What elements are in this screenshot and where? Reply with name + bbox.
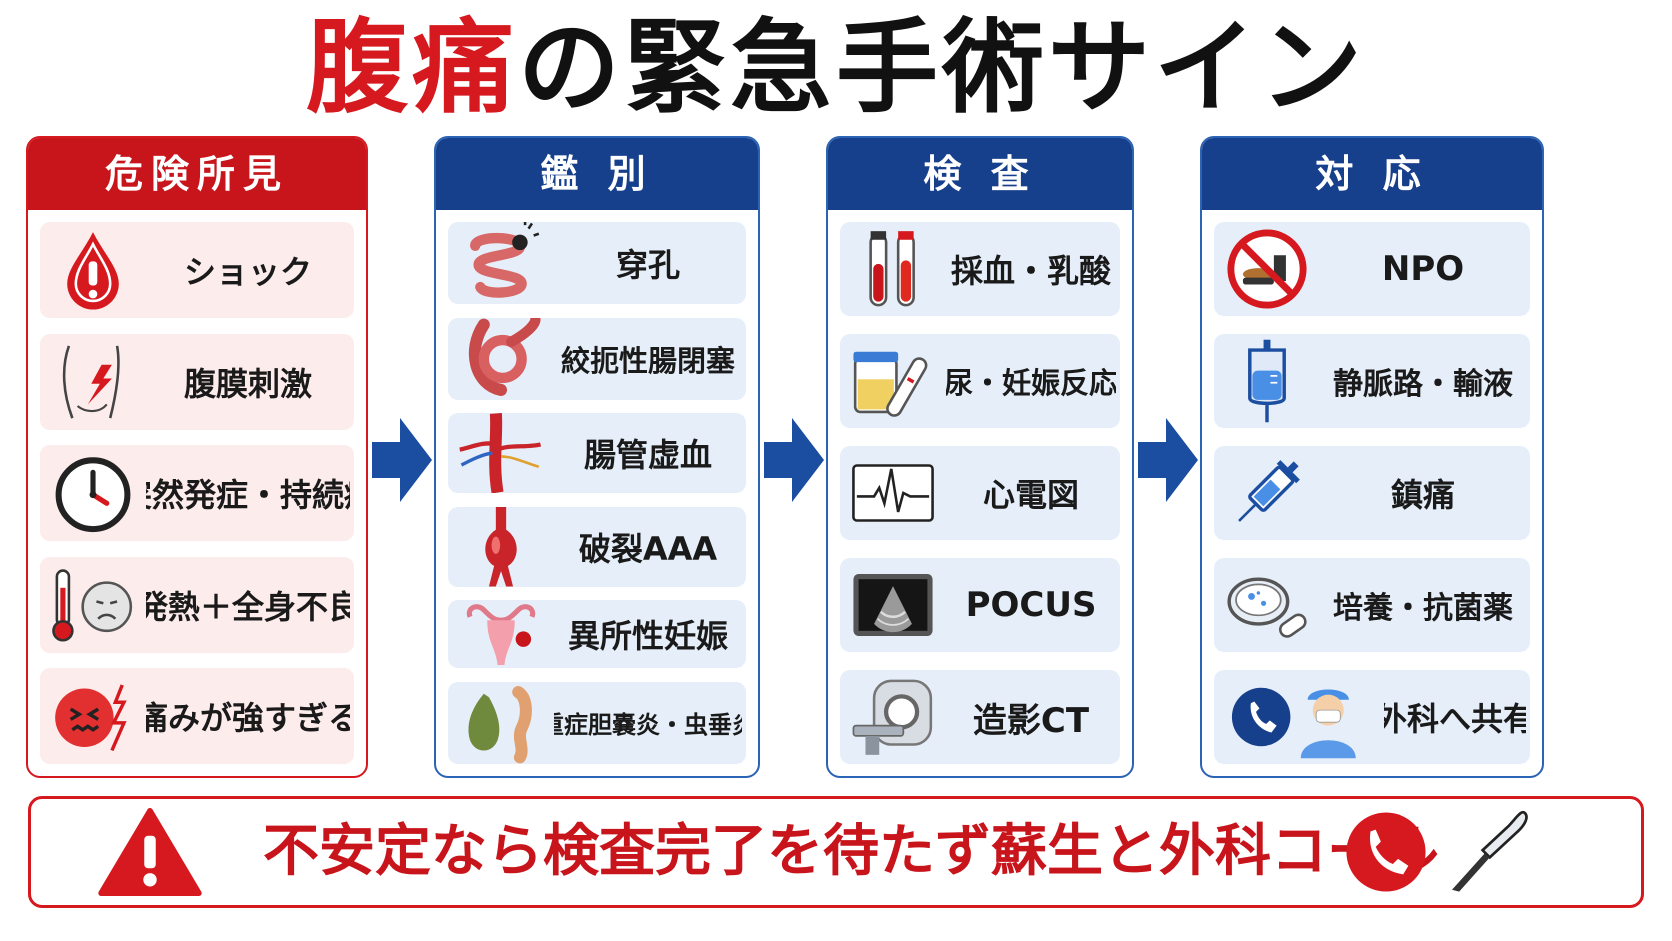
mgmt-item-surgery-consult: 外科へ共有 [1214,670,1530,764]
column-header: 危険所見 [28,138,366,210]
diff-item-ectopic: 異所性妊娠 [448,600,746,669]
danger-item-label: ショック [183,253,312,291]
danger-item-label: 腹膜刺激 [183,364,312,403]
no-food-icon [1224,226,1310,312]
test-item-label: 心電図 [982,476,1079,514]
danger-item-sudden-onset: 突然発症・持続痛 [40,445,354,541]
danger-item-label: 発熱＋全身不良 [146,587,350,626]
test-item-label: 造影CT [972,700,1090,741]
danger-item-label: 痛みが強すぎる [146,699,350,737]
blood-drop-alert-icon [50,227,136,313]
mgmt-item-label: 培養・抗菌薬 [1333,591,1513,626]
thermometer-sick-face-icon [50,562,136,648]
test-item-ct: 造影CT [840,670,1120,764]
aortic-aneurysm-icon [458,506,544,587]
column-tests: 検 査 採血・乳酸 尿・妊娠反応 心電図 POCUS [826,136,1134,778]
warning-icon [98,807,202,897]
flow-arrow-icon [764,418,824,502]
abdomen-pain-icon [50,339,136,425]
diff-item-label: 絞扼性腸閉塞 [560,343,735,378]
gallbladder-appendix-icon [458,682,544,764]
mgmt-item-label: 鎮痛 [1390,476,1455,514]
diff-item-label: 重症胆嚢炎・虫垂炎 [554,711,742,740]
column-differential: 鑑 別 穿孔 絞扼性腸閉塞 腸管虚血 破裂AAA [434,136,760,778]
danger-item-peritoneal: 腹膜刺激 [40,333,354,430]
diff-item-cholecystitis-appendicitis: 重症胆嚢炎・虫垂炎 [448,681,746,764]
column-header: 検 査 [828,138,1132,210]
diff-item-label: 異所性妊娠 [567,617,728,656]
test-item-label: 尿・妊娠反応 [946,366,1116,400]
urine-cup-pregnancy-test-icon [850,338,936,424]
test-item-label: 採血・乳酸 [950,252,1111,290]
page-title-highlight: 腹痛 [306,9,518,128]
test-item-blood: 採血・乳酸 [840,222,1120,316]
column-header: 鑑 別 [436,138,758,210]
petri-dish-capsule-icon [1224,562,1310,648]
mgmt-item-analgesia: 鎮痛 [1214,446,1530,540]
scalpel-icon [1452,810,1528,892]
test-item-pocus: POCUS [840,558,1120,652]
mgmt-item-culture: 培養・抗菌薬 [1214,558,1530,652]
blood-tubes-icon [850,226,936,312]
syringe-icon [1224,450,1310,536]
alert-banner: 不安定なら検査完了を待たず蘇生と外科コール [28,796,1644,908]
phone-icon [1346,812,1426,892]
flow-arrow-icon [372,418,432,502]
intestine-perforation-icon [458,222,544,304]
column-danger-findings: 危険所見 ショック 腹膜刺激 突然発症・持続痛 発熱＋全身不良 [26,136,368,778]
mgmt-item-label: NPO [1381,249,1465,289]
ct-scanner-icon [850,674,936,760]
danger-item-shock: ショック [40,222,354,318]
diff-item-label: 腸管虚血 [583,436,712,475]
clock-icon [50,450,136,536]
column-header: 対 応 [1202,138,1542,210]
diff-item-strangulation: 絞扼性腸閉塞 [448,317,746,400]
mesenteric-vessels-icon [458,413,544,494]
strangulated-bowel-icon [458,317,544,400]
diff-item-label: 破裂AAA [578,529,718,568]
mgmt-item-label: 外科へ共有 [1384,700,1526,738]
danger-item-severe-pain: 痛みが強すぎる [40,668,354,764]
pain-face-icon [50,673,136,759]
test-item-ecg: 心電図 [840,446,1120,540]
column-management: 対 応 NPO 静脈路・輸液 鎮痛 培養・抗菌薬 [1200,136,1544,778]
alert-banner-text: 不安定なら検査完了を待たず蘇生と外科コール [263,819,1439,884]
ultrasound-icon [850,562,936,648]
mgmt-item-iv: 静脈路・輸液 [1214,334,1530,428]
phone-surgeon-icon [1224,674,1374,760]
uterus-icon [458,600,544,668]
mgmt-item-npo: NPO [1214,222,1530,316]
test-item-label: POCUS [965,585,1097,625]
diff-item-ruptured-aaa: 破裂AAA [448,506,746,587]
diff-item-perforation: 穿孔 [448,222,746,304]
ecg-icon [850,450,936,536]
danger-item-label: 突然発症・持続痛 [146,476,350,514]
page-title-rest: の緊急手術サイン [518,9,1366,128]
page-title: 腹痛の緊急手術サイン [0,14,1672,124]
diff-item-label: 穿孔 [615,246,680,284]
mgmt-item-label: 静脈路・輸液 [1333,367,1513,402]
danger-item-fever: 発熱＋全身不良 [40,556,354,653]
flow-arrow-icon [1138,418,1198,502]
iv-bag-icon [1224,338,1310,424]
diff-item-ischemia: 腸管虚血 [448,413,746,494]
test-item-urine: 尿・妊娠反応 [840,334,1120,428]
